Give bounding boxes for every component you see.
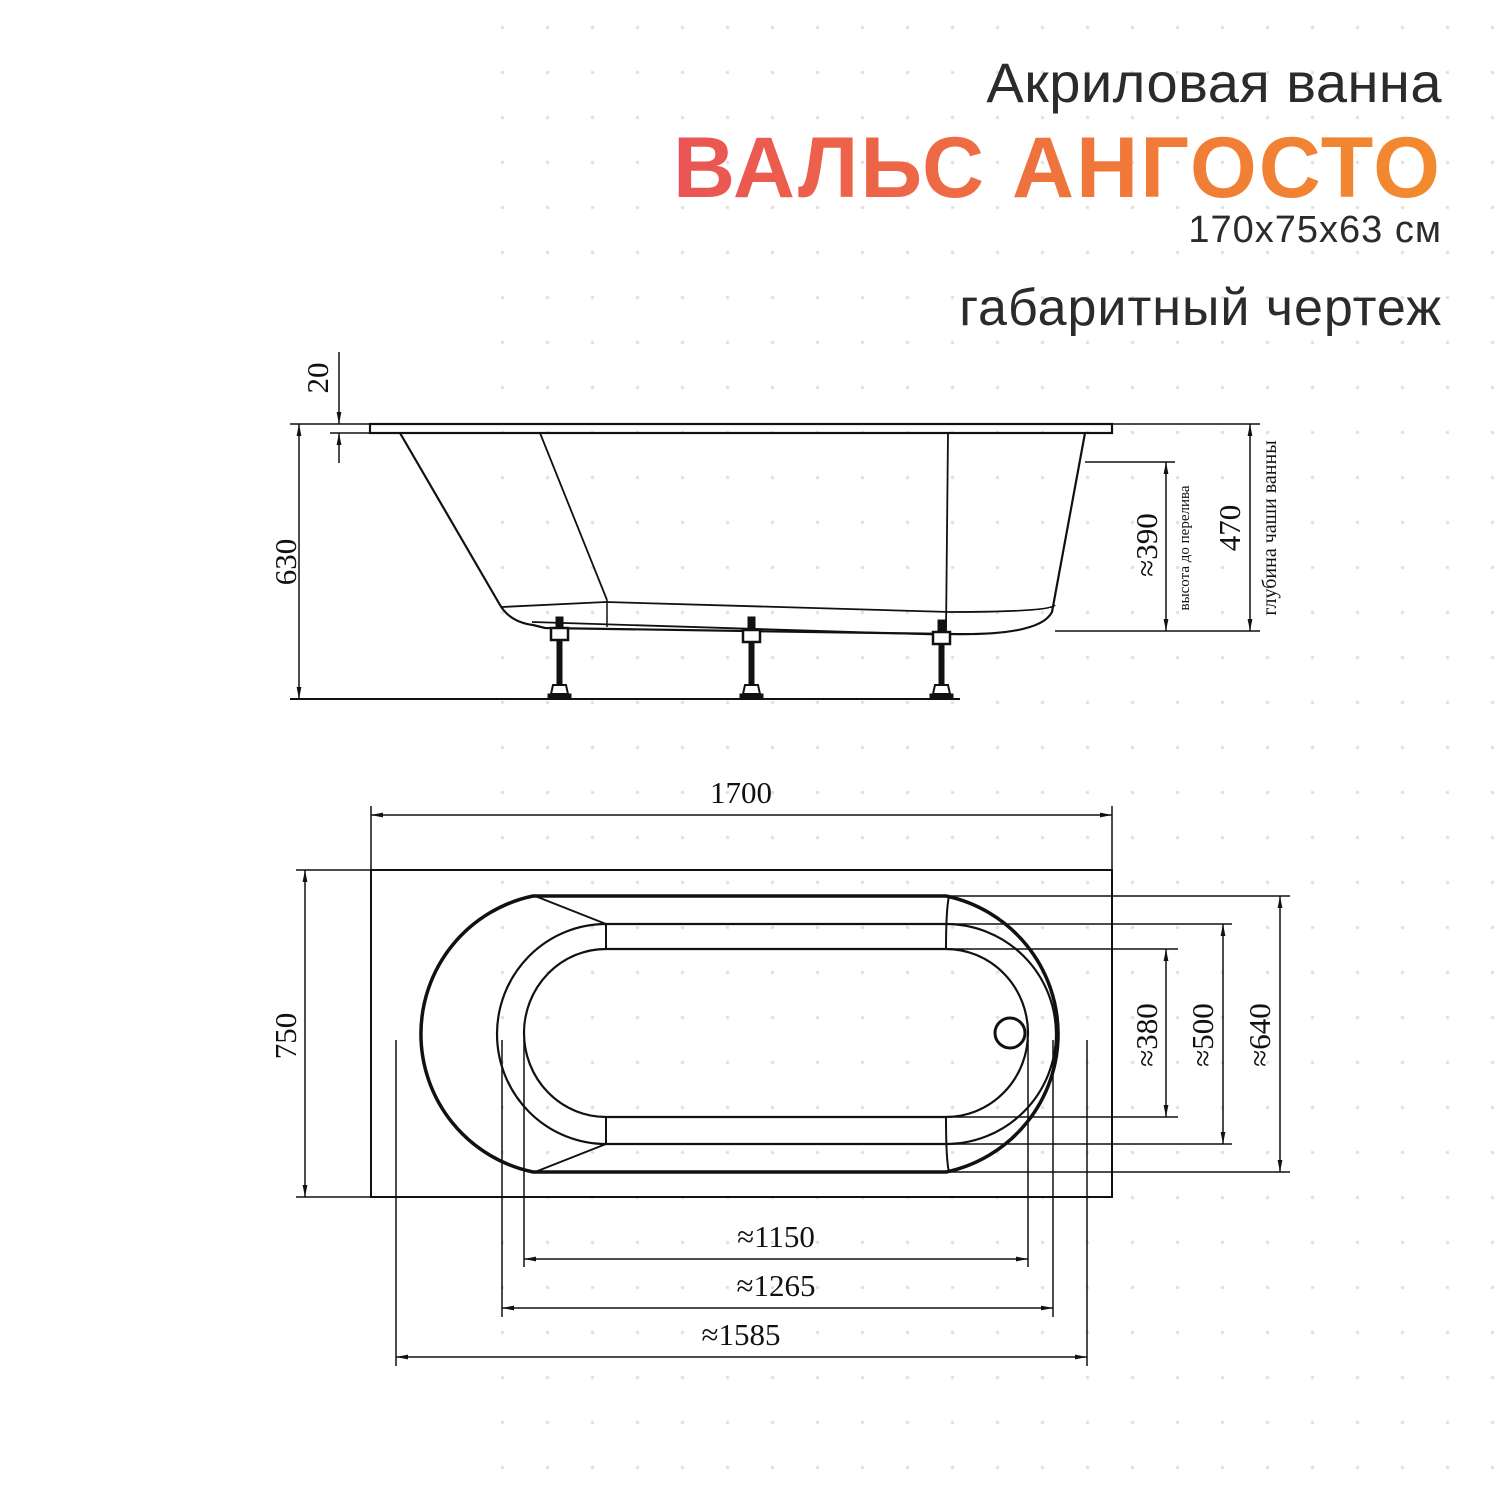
overflow-height-label: ≈390 (1129, 513, 1164, 577)
top-dimensions (296, 806, 1290, 1366)
tub-body (399, 432, 1087, 636)
product-dimensions: 170x75x63 см (1188, 209, 1442, 251)
inner-width-640-label: ≈640 (1242, 1003, 1277, 1067)
bowl-inner-contour (522, 947, 1030, 1119)
tub-rim (368, 422, 1114, 435)
inner-width-380-label: ≈380 (1129, 1003, 1164, 1067)
bowl-depth-label: 470 (1212, 505, 1247, 552)
bowl-outer-edge (419, 894, 1060, 1174)
inner-width-500-label: ≈500 (1185, 1003, 1220, 1067)
side-view (290, 422, 1260, 700)
height-630-label: 630 (268, 539, 303, 586)
leg-2 (739, 616, 764, 700)
drawing-caption: габаритный чертеж (959, 279, 1442, 337)
header: Акриловая ванна ВАЛЬС АНГОСТО 170x75x63 … (673, 48, 1442, 338)
product-title: ВАЛЬС АНГОСТО (673, 120, 1442, 216)
dotted-background (470, 0, 1500, 1500)
drain-icon (993, 1016, 1027, 1050)
width-750-label: 750 (268, 1013, 303, 1060)
bowl-middle-contour (495, 922, 1058, 1146)
length-1700-label: 1700 (710, 775, 772, 810)
leg-1 (547, 616, 572, 700)
support-legs (547, 616, 954, 700)
product-type: Акриловая ванна (986, 51, 1442, 114)
inner-length-1585-label: ≈1585 (701, 1317, 780, 1352)
rim-20-label: 20 (300, 363, 335, 394)
tub-outline-rect (370, 869, 1113, 1198)
top-view (370, 869, 1113, 1198)
inner-length-1265-label: ≈1265 (736, 1268, 815, 1303)
overflow-height-caption: высота до перелива (1177, 485, 1193, 610)
inner-length-1150-label: ≈1150 (737, 1219, 815, 1254)
leg-3 (929, 619, 954, 700)
bowl-depth-caption: глубина чаши ванны (1259, 440, 1281, 615)
side-dimensions (296, 352, 1260, 699)
